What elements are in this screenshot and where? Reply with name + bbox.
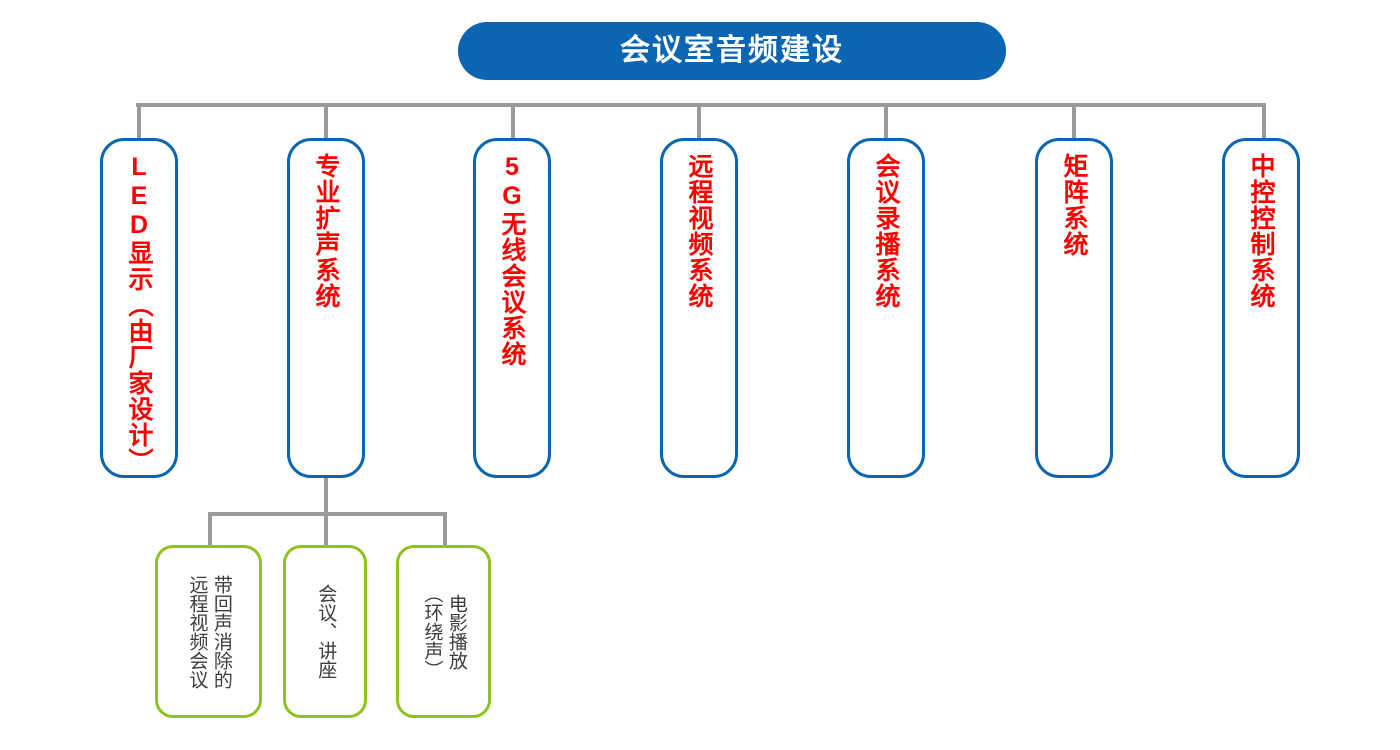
connector-drop-node-7 <box>1262 103 1266 141</box>
node-conference-recording-system-label: 会议录播系统 <box>872 153 900 309</box>
node-matrix-system[interactable]: 矩阵系统 <box>1035 138 1113 478</box>
connector-drop-node-3 <box>511 103 515 141</box>
connector-drop-node-5 <box>884 103 888 141</box>
connector-drop-node-1 <box>137 103 141 141</box>
subnode-echo-cancel-line1: 带回声消除的 <box>210 574 232 689</box>
node-5g-wireless-conference-system-label: 5G无线会议系统 <box>498 153 526 367</box>
subnode-echo-cancel-line2: 远程视频会议 <box>186 574 208 689</box>
connector-drop-subnode-1 <box>208 512 212 548</box>
level1-horizontal-connector <box>136 103 1266 107</box>
root-node-label: 会议室音频建设 <box>620 34 844 67</box>
subnode-movie-playback-surround[interactable]: 电影播放 （环绕声） <box>396 545 491 718</box>
subnode-meeting-lecture[interactable]: 会议、讲座 <box>283 545 367 718</box>
subnode-meeting-lecture-line1: 会议、讲座 <box>315 584 337 679</box>
node-led-display-label: LED显示（由厂家设计） <box>125 153 153 474</box>
node-remote-video-system-label: 远程视频系统 <box>685 153 713 309</box>
root-node-conference-room-audio[interactable]: 会议室音频建设 <box>458 22 1006 80</box>
node-professional-sound-system-label: 专业扩声系统 <box>312 153 340 309</box>
connector-drop-subnode-3 <box>443 512 447 548</box>
node-matrix-system-label: 矩阵系统 <box>1060 153 1088 257</box>
node-remote-video-system[interactable]: 远程视频系统 <box>660 138 738 478</box>
subnode-echo-cancel-remote-video-conference[interactable]: 带回声消除的 远程视频会议 <box>155 545 262 718</box>
node-led-display[interactable]: LED显示（由厂家设计） <box>100 138 178 478</box>
node-professional-sound-system[interactable]: 专业扩声系统 <box>287 138 365 478</box>
node-5g-wireless-conference-system[interactable]: 5G无线会议系统 <box>473 138 551 478</box>
subnode-movie-playback-line2: （环绕声） <box>421 584 443 679</box>
connector-drop-node-6 <box>1072 103 1076 141</box>
connector-drop-node-2 <box>324 103 328 141</box>
node-conference-recording-system[interactable]: 会议录播系统 <box>847 138 925 478</box>
level2-horizontal-connector <box>208 512 447 516</box>
subnode-movie-playback-line1: 电影播放 <box>445 593 467 670</box>
connector-drop-node-4 <box>697 103 701 141</box>
node-central-control-system[interactable]: 中控控制系统 <box>1222 138 1300 478</box>
node-central-control-system-label: 中控控制系统 <box>1247 153 1275 309</box>
